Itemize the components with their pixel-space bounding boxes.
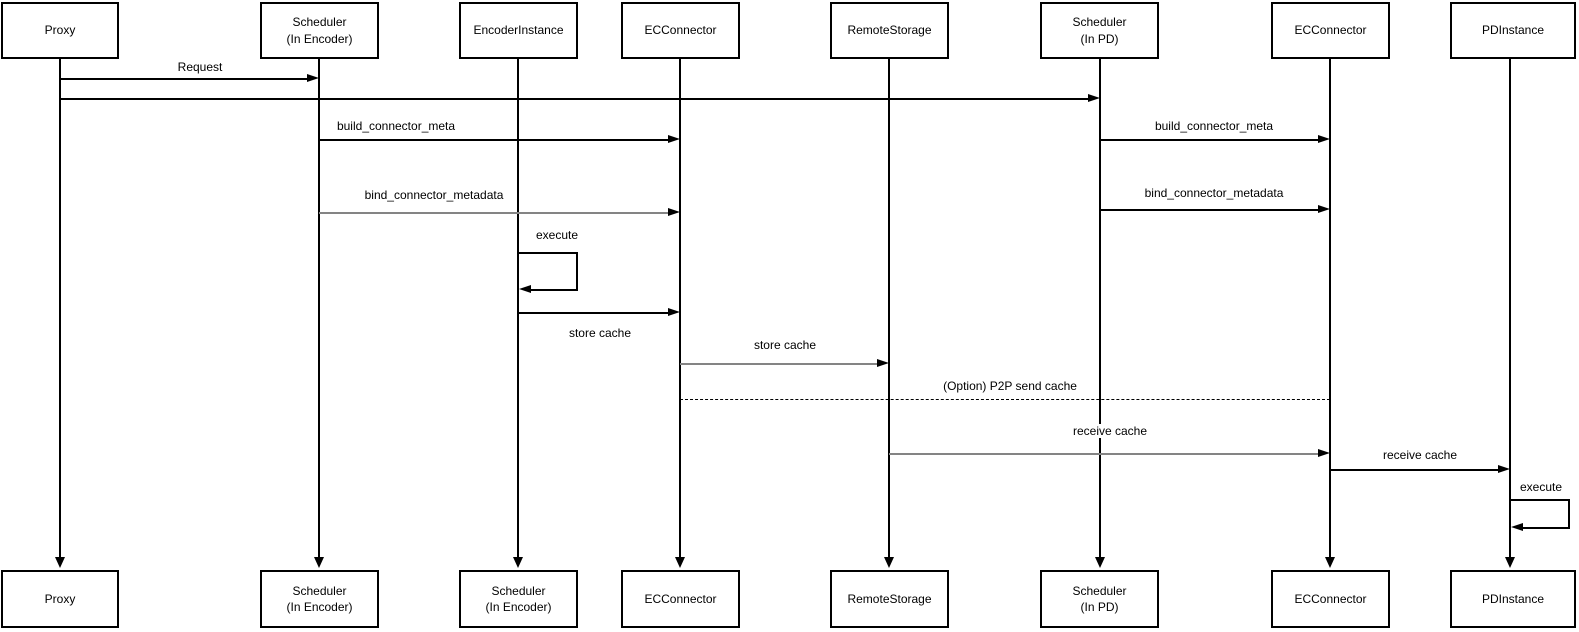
- actor-box-bottom-remote-storage: RemoteStorage: [830, 570, 949, 628]
- message-arrowhead: [668, 208, 680, 216]
- lifeline-pd-instance: [1509, 59, 1511, 559]
- message-line: [680, 363, 878, 365]
- self-loop-top: [518, 252, 578, 254]
- message-line: [518, 312, 669, 314]
- lifeline-arrowhead-remote-storage: [884, 557, 894, 568]
- self-loop-right: [576, 252, 578, 291]
- message-label: receive cache: [1070, 424, 1150, 438]
- message-label: bind_connector_metadata: [362, 188, 506, 202]
- message-arrowhead: [1318, 449, 1330, 457]
- actor-box-top-proxy: Proxy: [1, 2, 119, 59]
- actor-box-top-ec-connector-encoder: ECConnector: [621, 2, 740, 59]
- actor-box-bottom-ec-connector-encoder: ECConnector: [621, 570, 740, 628]
- message-line: [680, 399, 1330, 400]
- message-line: [1330, 469, 1499, 471]
- lifeline-scheduler-in-encoder: [318, 59, 320, 559]
- message-label: store cache: [751, 338, 819, 352]
- message-arrowhead: [307, 74, 319, 82]
- message-arrowhead: [1498, 465, 1510, 473]
- message-label: (Option) P2P send cache: [941, 379, 1079, 393]
- message-arrowhead: [1088, 94, 1100, 102]
- actor-box-bottom-ec-connector-pd: ECConnector: [1271, 570, 1390, 628]
- message-arrowhead: [1318, 135, 1330, 143]
- message-label: build_connector_meta: [1152, 119, 1276, 133]
- actor-box-bottom-scheduler-in-pd: Scheduler (In PD): [1040, 570, 1159, 628]
- message-arrowhead: [877, 359, 889, 367]
- message-label: bind_connector_metadata: [1142, 186, 1286, 200]
- self-loop-arrowhead: [519, 285, 531, 293]
- lifeline-proxy: [59, 59, 61, 559]
- self-loop-top: [1510, 499, 1570, 501]
- lifeline-arrowhead-ec-connector-pd: [1325, 557, 1335, 568]
- message-arrowhead: [668, 308, 680, 316]
- lifeline-arrowhead-scheduler-in-encoder: [314, 557, 324, 568]
- lifeline-arrowhead-ec-connector-encoder: [675, 557, 685, 568]
- actor-box-top-scheduler-in-encoder: Scheduler (In Encoder): [260, 2, 379, 59]
- message-label: receive cache: [1380, 448, 1460, 462]
- lifeline-arrowhead-proxy: [55, 557, 65, 568]
- message-line: [60, 98, 1089, 100]
- actor-box-top-pd-instance: PDInstance: [1450, 2, 1576, 59]
- actor-box-bottom-proxy: Proxy: [1, 570, 119, 628]
- self-loop-label: execute: [1517, 480, 1565, 494]
- message-arrowhead: [668, 135, 680, 143]
- message-line: [1100, 209, 1319, 211]
- self-loop-label: execute: [533, 228, 581, 242]
- lifeline-remote-storage: [888, 59, 890, 559]
- message-line: [319, 139, 669, 141]
- message-label: store cache: [566, 326, 634, 340]
- self-loop-bottom: [1521, 527, 1568, 529]
- lifeline-ec-connector-pd: [1329, 59, 1331, 559]
- actor-box-top-scheduler-in-pd: Scheduler (In PD): [1040, 2, 1159, 59]
- self-loop-bottom: [529, 289, 576, 291]
- message-arrowhead: [1318, 205, 1330, 213]
- message-line: [60, 78, 308, 80]
- actor-box-bottom-encoder-instance: Scheduler (In Encoder): [459, 570, 578, 628]
- message-label: build_connector_meta: [334, 119, 458, 133]
- self-loop-arrowhead: [1511, 523, 1523, 531]
- lifeline-ec-connector-encoder: [679, 59, 681, 559]
- lifeline-arrowhead-encoder-instance: [513, 557, 523, 568]
- actor-box-bottom-pd-instance: PDInstance: [1450, 570, 1576, 628]
- lifeline-arrowhead-scheduler-in-pd: [1095, 557, 1105, 568]
- actor-box-bottom-scheduler-in-encoder: Scheduler (In Encoder): [260, 570, 379, 628]
- lifeline-encoder-instance: [517, 59, 519, 559]
- actor-box-top-ec-connector-pd: ECConnector: [1271, 2, 1390, 59]
- lifeline-arrowhead-pd-instance: [1505, 557, 1515, 568]
- self-loop-right: [1568, 499, 1570, 529]
- message-label: Request: [175, 60, 225, 74]
- actor-box-top-encoder-instance: EncoderInstance: [459, 2, 578, 59]
- message-line: [319, 212, 669, 214]
- message-line: [1100, 139, 1319, 141]
- message-line: [889, 453, 1319, 455]
- actor-box-top-remote-storage: RemoteStorage: [830, 2, 949, 59]
- lifeline-scheduler-in-pd: [1099, 59, 1101, 559]
